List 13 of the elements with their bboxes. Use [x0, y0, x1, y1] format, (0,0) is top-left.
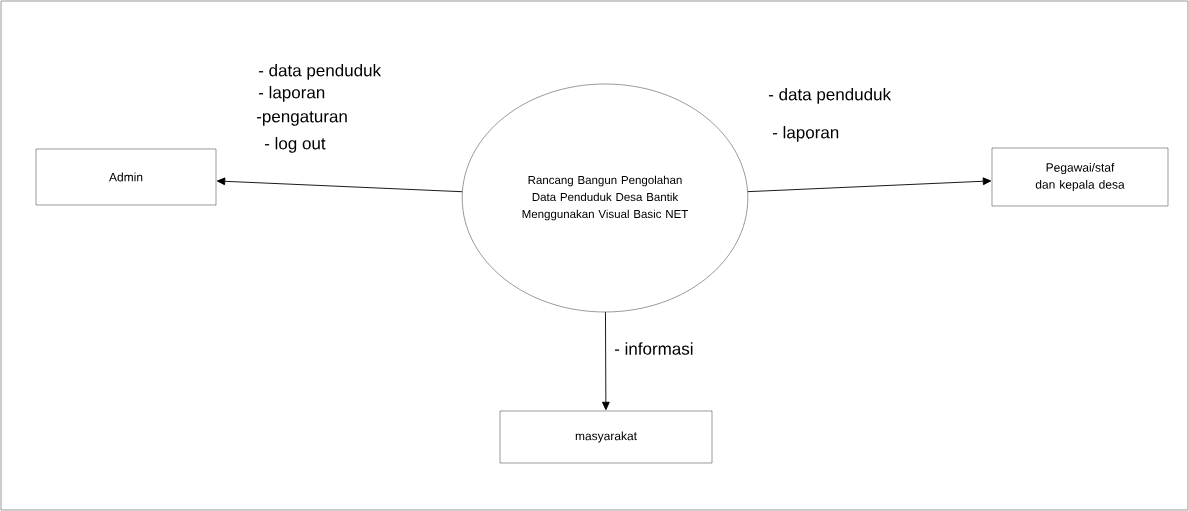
entity-box: Admin	[35, 148, 217, 206]
flow-label: - log out	[264, 136, 326, 153]
flow-label: - data penduduk	[258, 63, 382, 80]
flow-label: - laporan	[772, 125, 839, 142]
arrow	[216, 177, 463, 193]
flow-label: - informasi	[614, 342, 693, 355]
arrow	[747, 177, 992, 193]
arrow	[602, 311, 610, 411]
entity-box: masyarakat	[499, 410, 713, 464]
entity-box: Pegawai/staf dan kepala desa	[991, 147, 1169, 207]
flow-label: - data penduduk	[768, 87, 892, 104]
flow-label: -pengaturan	[256, 111, 347, 126]
flow-label: - laporan	[258, 85, 325, 102]
